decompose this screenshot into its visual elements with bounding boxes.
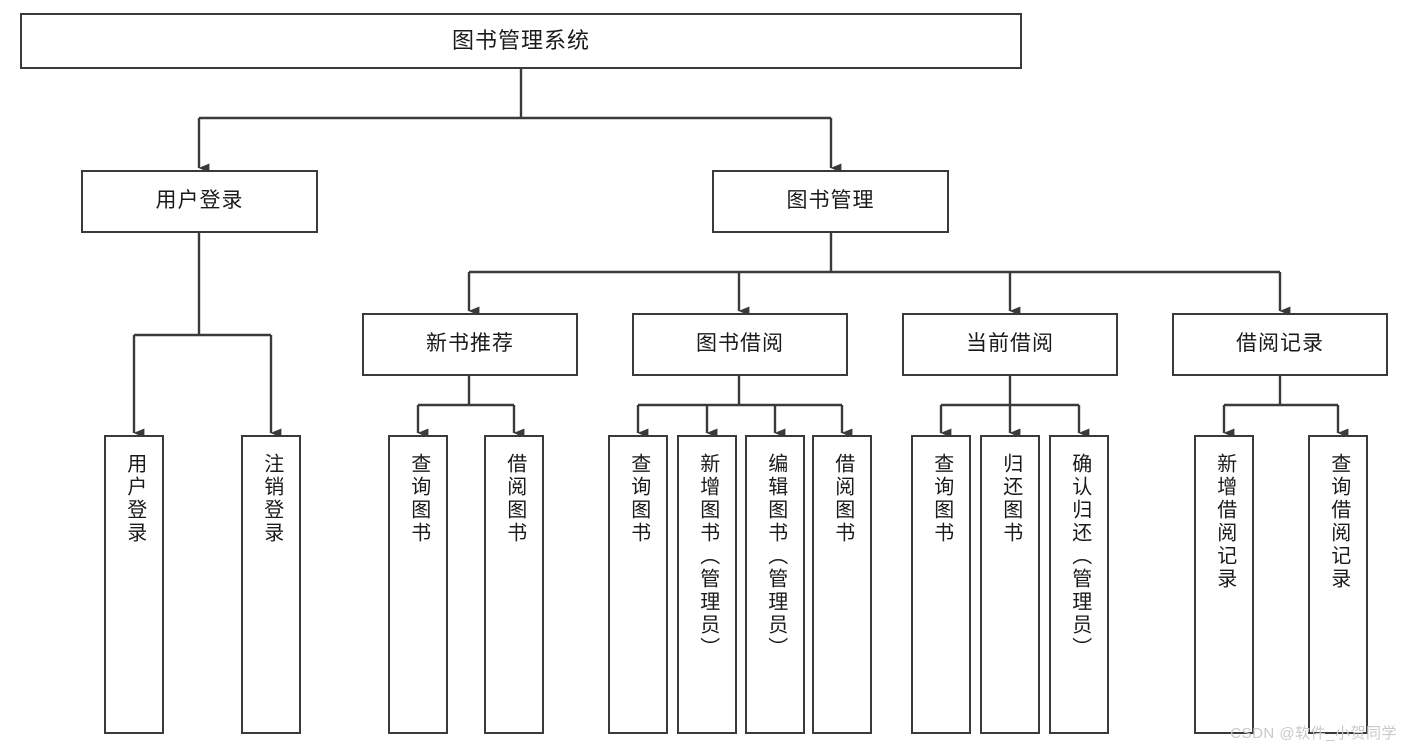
node-label: 新书推荐 xyxy=(426,332,514,356)
csdn-watermark: CSDN @软件_小贺同学 xyxy=(1230,725,1397,742)
node-label: 注销登录 xyxy=(260,453,283,545)
node-label: 查询图书 xyxy=(407,453,430,545)
node-new-book-recommendation[interactable]: 新书推荐 xyxy=(362,313,578,376)
leaf-borrow-edit-book-admin[interactable]: 编辑图书（管理员） xyxy=(745,435,805,734)
leaf-record-add-borrow-record[interactable]: 新增借阅记录 xyxy=(1194,435,1254,734)
node-borrowing-record[interactable]: 借阅记录 xyxy=(1172,313,1388,376)
node-label: 用户登录 xyxy=(155,189,244,213)
node-root-book-management-system[interactable]: 图书管理系统 xyxy=(20,13,1022,69)
leaf-new-book-borrow-books[interactable]: 借阅图书 xyxy=(484,435,544,734)
node-label: 借阅图书 xyxy=(831,453,854,545)
leaf-user-login-signin[interactable]: 用户登录 xyxy=(104,435,164,734)
node-label: 新增图书（管理员） xyxy=(696,453,719,660)
node-label: 查询图书 xyxy=(930,453,953,545)
leaf-borrow-add-book-admin[interactable]: 新增图书（管理员） xyxy=(677,435,737,734)
leaf-borrow-borrow-books[interactable]: 借阅图书 xyxy=(812,435,872,734)
node-label: 借阅记录 xyxy=(1236,332,1324,356)
node-label: 编辑图书（管理员） xyxy=(764,453,787,660)
node-label: 图书管理 xyxy=(786,189,875,213)
node-label: 图书管理系统 xyxy=(451,28,590,54)
node-user-login[interactable]: 用户登录 xyxy=(81,170,318,233)
node-label: 查询借阅记录 xyxy=(1327,453,1350,591)
node-label: 图书借阅 xyxy=(696,332,784,356)
node-label: 用户登录 xyxy=(123,453,146,545)
node-label: 借阅图书 xyxy=(503,453,526,545)
node-book-management[interactable]: 图书管理 xyxy=(712,170,949,233)
leaf-current-confirm-return-admin[interactable]: 确认归还（管理员） xyxy=(1049,435,1109,734)
leaf-user-login-signout[interactable]: 注销登录 xyxy=(241,435,301,734)
node-label: 当前借阅 xyxy=(966,332,1054,356)
leaf-current-query-books[interactable]: 查询图书 xyxy=(911,435,971,734)
node-label: 新增借阅记录 xyxy=(1213,453,1236,591)
leaf-new-book-query-books[interactable]: 查询图书 xyxy=(388,435,448,734)
node-label: 确认归还（管理员） xyxy=(1068,453,1091,660)
node-label: 查询图书 xyxy=(627,453,650,545)
leaf-current-return-books[interactable]: 归还图书 xyxy=(980,435,1040,734)
node-label: 归还图书 xyxy=(999,453,1022,545)
leaf-record-query-borrow-record[interactable]: 查询借阅记录 xyxy=(1308,435,1368,734)
node-current-borrowing[interactable]: 当前借阅 xyxy=(902,313,1118,376)
node-book-borrowing[interactable]: 图书借阅 xyxy=(632,313,848,376)
leaf-borrow-query-books[interactable]: 查询图书 xyxy=(608,435,668,734)
